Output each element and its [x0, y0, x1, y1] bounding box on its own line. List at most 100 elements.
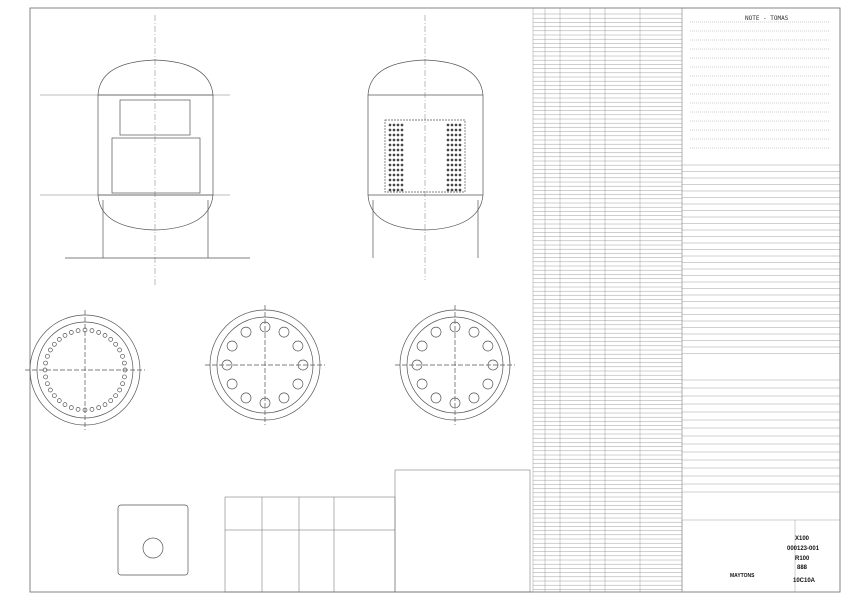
tube-mark — [446, 123, 450, 127]
tube-mark — [454, 128, 458, 132]
tube-mark — [396, 178, 400, 182]
tube-mark — [458, 128, 462, 132]
tube-mark — [392, 148, 396, 152]
tube-mark — [458, 143, 462, 147]
tube-mark — [450, 138, 454, 142]
tube-mark — [458, 153, 462, 157]
nozzle-mark — [43, 374, 48, 380]
tube-mark — [458, 173, 462, 177]
revision-code: R100 — [795, 556, 810, 562]
tube-mark — [454, 188, 458, 192]
tube-mark — [392, 138, 396, 142]
tube-mark — [388, 188, 392, 192]
tube-mark — [400, 138, 404, 142]
tube-mark — [458, 138, 462, 142]
tube-mark — [400, 188, 404, 192]
nozzle-mark — [52, 393, 57, 399]
tube-mark — [446, 128, 450, 132]
tube-mark — [446, 168, 450, 172]
nozzle-mark — [117, 387, 122, 393]
nozzle-mark — [122, 360, 127, 366]
tube-mark — [392, 178, 396, 182]
nozzle-mark — [240, 392, 252, 404]
nozzle-mark — [48, 387, 53, 393]
nozzle-mark — [68, 330, 74, 335]
tube-mark — [454, 173, 458, 177]
tube-mark — [400, 153, 404, 157]
tube-mark — [446, 143, 450, 147]
nozzle-mark — [45, 353, 50, 359]
tube-mark — [458, 188, 462, 192]
tube-mark — [392, 183, 396, 187]
weld-details-grid — [224, 469, 531, 593]
tube-mark — [450, 153, 454, 157]
tube-mark — [454, 163, 458, 167]
nozzle-mark — [416, 340, 428, 352]
nozzle-mark — [56, 398, 62, 403]
tube-mark — [400, 133, 404, 137]
tube-mark — [446, 138, 450, 142]
tube-mark — [388, 133, 392, 137]
tube-mark — [446, 173, 450, 177]
nozzle-mark — [482, 340, 494, 352]
tube-mark — [458, 148, 462, 152]
tube-mark — [396, 123, 400, 127]
tube-mark — [446, 148, 450, 152]
nozzle-mark — [120, 381, 125, 387]
tube-mark — [396, 158, 400, 162]
tube-mark — [454, 153, 458, 157]
tube-mark — [458, 133, 462, 137]
nozzle-mark — [430, 392, 442, 404]
nozzle-mark — [117, 347, 122, 353]
tube-mark — [396, 173, 400, 177]
nozzle-mark — [226, 340, 238, 352]
tube-mark — [388, 178, 392, 182]
tube-mark — [446, 158, 450, 162]
tube-mark — [392, 158, 396, 162]
nozzle-mark — [113, 341, 118, 347]
tube-mark — [458, 178, 462, 182]
nameplate-detail — [117, 504, 189, 576]
vessel-section-view-right — [367, 15, 484, 280]
tube-mark — [400, 178, 404, 182]
tube-mark — [450, 148, 454, 152]
tube-mark — [458, 158, 462, 162]
tube-mark — [396, 128, 400, 132]
tube-mark — [450, 168, 454, 172]
nozzle-mark — [416, 378, 428, 390]
tube-mark — [400, 158, 404, 162]
tube-mark — [392, 133, 396, 137]
tube-mark — [454, 138, 458, 142]
tube-mark — [454, 168, 458, 172]
tube-mark — [388, 168, 392, 172]
tube-mark — [392, 168, 396, 172]
tube-mark — [388, 163, 392, 167]
nozzle-mark — [482, 378, 494, 390]
tube-mark — [450, 173, 454, 177]
tube-mark — [400, 128, 404, 132]
nozzle-mark — [240, 326, 252, 338]
tube-mark — [454, 178, 458, 182]
vessel-section-view-left — [40, 15, 250, 285]
tube-mark — [446, 133, 450, 137]
nozzle-mark — [48, 347, 53, 353]
tube-mark — [396, 163, 400, 167]
nozzle-mark — [52, 341, 57, 347]
nozzle-mark — [45, 381, 50, 387]
tube-mark — [400, 173, 404, 177]
tube-mark — [446, 153, 450, 157]
tube-mark — [396, 143, 400, 147]
nozzle-mark — [430, 326, 442, 338]
tube-mark — [458, 123, 462, 127]
tube-mark — [450, 123, 454, 127]
tube-mark — [388, 123, 392, 127]
company-name: MAYTONS — [730, 573, 755, 579]
tube-mark — [450, 133, 454, 137]
tube-mark — [392, 163, 396, 167]
drawing-frame — [29, 7, 841, 593]
nozzle-mark — [292, 340, 304, 352]
tube-mark — [396, 183, 400, 187]
sheet-code: 888 — [797, 565, 808, 571]
plan-views — [25, 305, 515, 430]
nozzle-mark — [62, 333, 68, 338]
